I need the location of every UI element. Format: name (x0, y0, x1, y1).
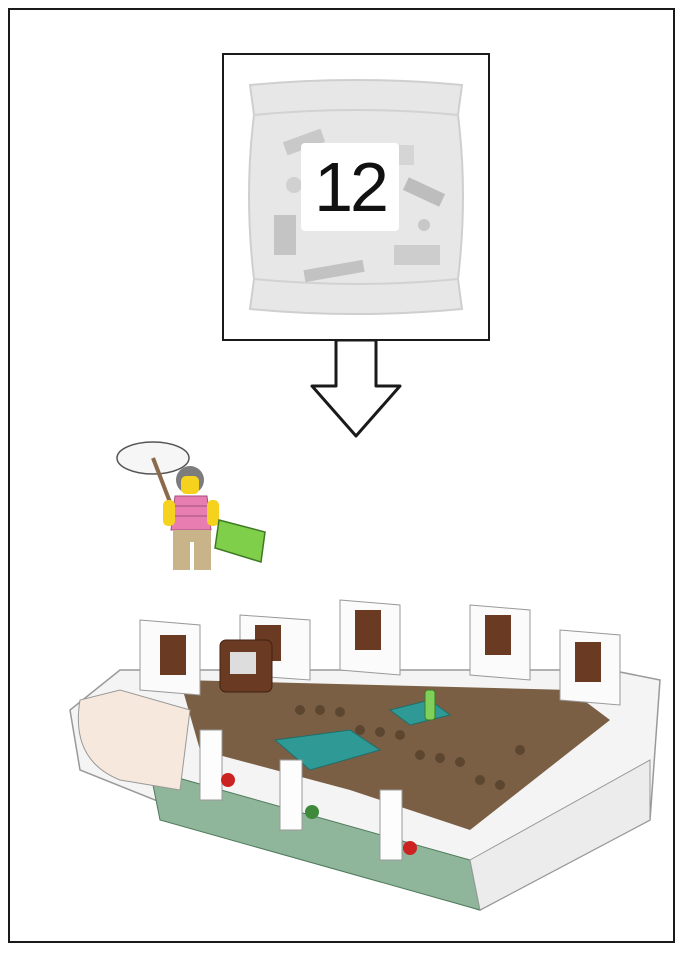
bag-number: 12 (301, 143, 399, 231)
instruction-page: 12 (8, 8, 675, 943)
minifigure-illustration (115, 440, 275, 575)
bag-callout: 12 (222, 53, 490, 341)
building-model-illustration (50, 580, 680, 930)
down-arrow-icon (308, 340, 404, 440)
